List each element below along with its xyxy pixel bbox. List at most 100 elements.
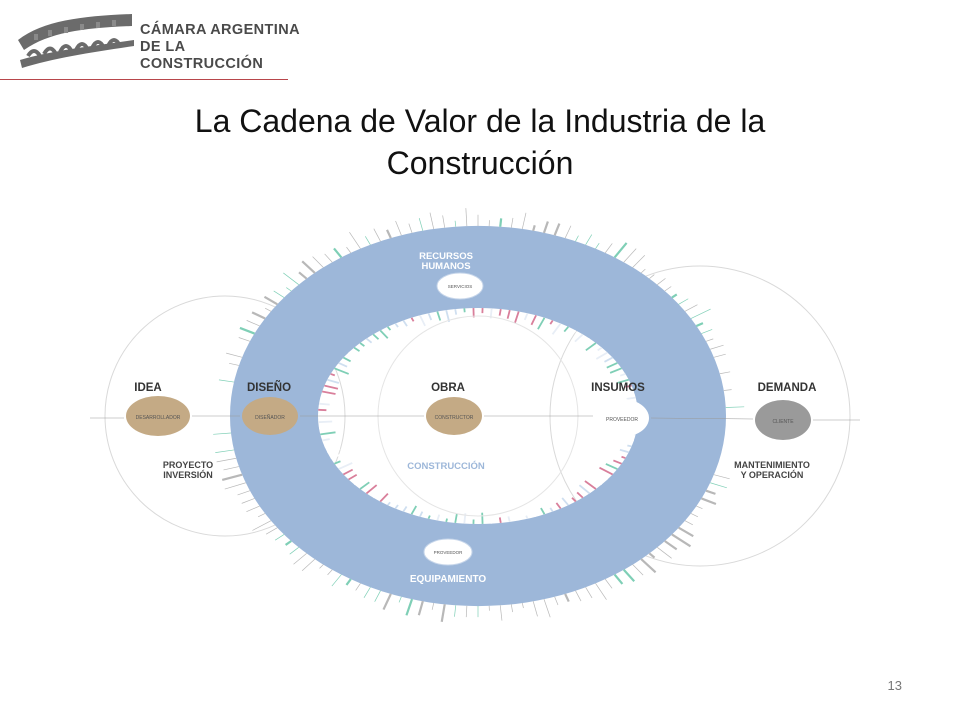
logo: CÁMARA ARGENTINA DE LA CONSTRUCCIÓN [14,10,304,78]
servicios-node [436,272,484,300]
inner-ring-tick [318,402,330,406]
ring-tick [440,604,446,623]
value-chain-svg: DESARROLLADOR DISEÑADOR CONSTRUCTOR PROV… [90,208,860,623]
connector-lines [90,415,860,421]
ring-tick [595,243,600,249]
inner-ring-tick [321,390,336,395]
group-label-mant-line1: MANTENIMIENTO [734,460,810,470]
inner-ring-tick [359,342,365,347]
inner-ring-tick [574,333,584,343]
ring-tick [298,271,308,280]
inner-ring-tick [595,351,608,360]
ring-tick [241,498,255,504]
ring-tick [595,583,607,600]
ring-tick [664,286,672,292]
stage-label-demanda: DEMANDA [758,382,817,394]
cliente-node [755,400,811,440]
ring-tick [224,482,246,490]
inner-ring-tick [379,493,389,503]
ring-tick [604,243,613,254]
ring-tick [640,558,657,574]
inner-ring-tick [625,384,632,388]
inner-ring-tick [318,420,333,424]
proveedor-node [595,399,649,437]
ring-tick [293,553,307,565]
inner-ring-tick [621,437,635,442]
ring-tick [408,223,413,233]
ring-tick [564,593,570,603]
inner-ring-tick [531,508,537,518]
ring-tick [640,268,646,274]
ring-tick [678,526,694,538]
stage-label-insumos: INSUMOS [591,382,645,394]
inner-ring-tick [330,453,343,459]
ring-tick [585,587,593,599]
inner-ring-tick [525,515,529,520]
ring-tick [274,534,285,541]
ring-tick [695,322,704,327]
ring-tick [265,527,278,535]
inner-ring-tick [342,356,351,363]
ring-tick [286,287,292,292]
node-label-disenador: DISEÑADOR [255,414,285,421]
ring-tick [246,505,260,513]
inner-ring-tick [342,468,354,476]
ring-tick [604,578,613,589]
inner-ring-tick [619,373,626,377]
ring-tick [215,449,235,453]
inner-ring-tick [338,462,353,470]
organization-name-line1: CÁMARA ARGENTINA [140,22,300,38]
inner-ring-tick [387,501,391,506]
ring-tick [263,295,278,306]
inner-ring-tick [507,516,511,523]
ring-tick [373,228,381,242]
inner-ring-tick [365,337,373,344]
inner-ring-tick [549,507,554,513]
inner-ring-tick [537,317,546,330]
ring-tick [632,254,646,268]
disenador-node [242,397,298,435]
ring-tick [346,246,352,254]
ring-tick [553,223,561,236]
ring-tick [349,232,361,249]
ring-tick [223,466,240,471]
ring-tick [696,505,703,509]
inner-ring-tick [318,426,327,430]
inner-ring-tick [606,362,618,369]
inner-ring-tick [353,480,359,486]
ring-tick [684,304,698,312]
ring-tick [331,574,342,587]
ring-tick [532,601,538,617]
proveedor-equipo-node [423,538,473,566]
ring-tick [382,593,392,611]
ring-tick [312,256,324,268]
inner-ring-tick [514,311,520,324]
ring-tick [632,564,644,576]
ring-tick [521,212,527,230]
ring-tick [705,489,716,495]
ring-tick [649,274,655,279]
ring-tick [542,221,549,234]
ring-tick [429,212,435,230]
value-chain-diagram: DESARROLLADOR DISEÑADOR CONSTRUCTOR PROV… [60,198,920,644]
ring-tick [622,568,636,582]
inner-ring-tick [523,312,529,321]
ring-tick [239,326,255,335]
ring-tick [364,236,371,245]
ring-tick [398,596,402,603]
stage-label-idea: IDEA [134,382,161,394]
ring-tick [264,307,272,312]
inner-ring-tick [324,443,333,448]
node-label-cliente: CLIENTE [772,419,794,425]
ring-tick [246,320,260,327]
inner-ring-tick [584,480,597,490]
ring-tick [319,564,324,569]
ring-tick [701,329,713,334]
inner-ring-tick [330,373,336,377]
ring-tick [301,260,316,274]
ring-tick [454,220,457,227]
inner-ring-tick [627,444,632,448]
inner-ring-tick [454,308,458,315]
ring-tick [664,540,678,551]
ring-tick [510,217,514,228]
